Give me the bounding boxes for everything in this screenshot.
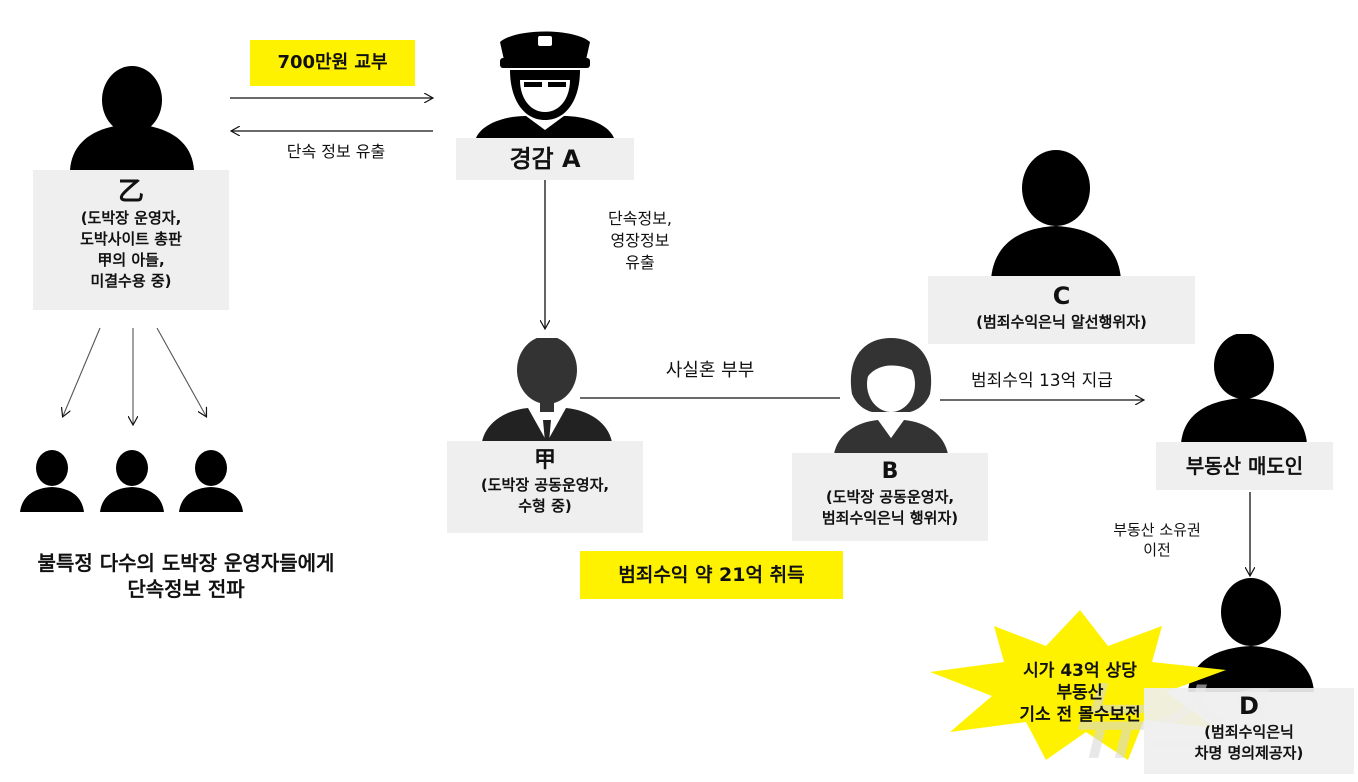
woman-icon [834, 338, 948, 454]
man-suit-icon [482, 338, 612, 442]
transfer-line: 부동산 소유권 [1113, 521, 1201, 539]
police-label: 경감 A [509, 145, 581, 173]
d-line: 차명 명의제공자) [1194, 744, 1304, 762]
eul-name: 乙 [117, 177, 144, 207]
gap-box: 甲 (도박장 공동운영자, 수형 중) [447, 441, 643, 533]
star-line: 시가 43억 상당 [1023, 661, 1137, 681]
eul-line: 甲의 아들, [97, 251, 165, 269]
spread-line: 불특정 다수의 도박장 운영자들에게 [37, 551, 335, 575]
relation-label: 사실혼 부부 [665, 360, 755, 381]
person-silhouette-icon [70, 66, 194, 170]
d-line: (범죄수익은닉 [1204, 723, 1294, 741]
person-silhouette-icon [179, 450, 243, 512]
leak-info-label: 단속 정보 유출 [286, 142, 386, 161]
person-silhouette-icon [1181, 334, 1307, 444]
c-name: C [1052, 282, 1071, 310]
person-silhouette-icon [991, 150, 1121, 280]
leak-to-gap-label: 단속정보, 영장정보 유출 [580, 208, 700, 274]
arrow-spread-1 [63, 327, 101, 416]
person-silhouette-icon [100, 450, 164, 512]
gap-name: 甲 [533, 448, 556, 473]
b-line: (도박장 공동운영자, [825, 488, 955, 506]
b-box: B (도박장 공동운영자, 범죄수익은닉 행위자) [792, 453, 988, 541]
c-line: (범죄수익은닉 알선행위자) [976, 313, 1147, 331]
leak-line: 단속정보, [608, 209, 672, 228]
transfer-line: 이전 [1143, 541, 1171, 559]
d-name: D [1239, 692, 1259, 720]
eul-line: (도박장 운영자, [80, 209, 182, 227]
police-officer-icon [476, 31, 614, 138]
c-box: C (범죄수익은닉 알선행위자) [928, 276, 1195, 344]
person-silhouette-icon [1188, 578, 1314, 692]
seller-box: 부동산 매도인 [1156, 442, 1333, 490]
gap-line: (도박장 공동운영자, [480, 476, 610, 494]
police-label-box: 경감 A [456, 138, 634, 180]
star-text: 시가 43억 상당 부동산 기소 전 몰수보전 [980, 660, 1180, 726]
star-line: 기소 전 몰수보전 [1019, 705, 1141, 725]
gap-line: 수형 중) [518, 497, 572, 515]
seller-label: 부동산 매도인 [1185, 454, 1304, 478]
spread-line: 단속정보 전파 [127, 577, 245, 601]
eul-line: 미결수용 중) [90, 272, 172, 290]
person-silhouette-icon [20, 450, 84, 512]
spread-text: 불특정 다수의 도박장 운영자들에게 단속정보 전파 [0, 550, 372, 602]
eul-line: 도박사이트 총판 [80, 230, 182, 248]
star-line: 부동산 [1056, 683, 1104, 703]
payment-13-label: 범죄수익 13억 지급 [971, 371, 1113, 391]
eul-box: 乙 (도박장 운영자, 도박사이트 총판 甲의 아들, 미결수용 중) [33, 170, 229, 310]
b-line: 범죄수익은닉 행위자) [821, 509, 959, 527]
star-burst-icon [930, 610, 1226, 760]
d-box: D (범죄수익은닉 차명 명의제공자) [1144, 688, 1354, 774]
transfer-label: 부동산 소유권 이전 [1092, 520, 1222, 560]
leak-line: 유출 [625, 253, 655, 272]
payment-highlight: 700만원 교부 [250, 40, 415, 86]
leak-line: 영장정보 [610, 231, 670, 250]
proceeds-highlight: 범죄수익 약 21억 취득 [580, 551, 843, 599]
b-name: B [881, 459, 899, 484]
arrow-spread-3 [156, 327, 206, 416]
